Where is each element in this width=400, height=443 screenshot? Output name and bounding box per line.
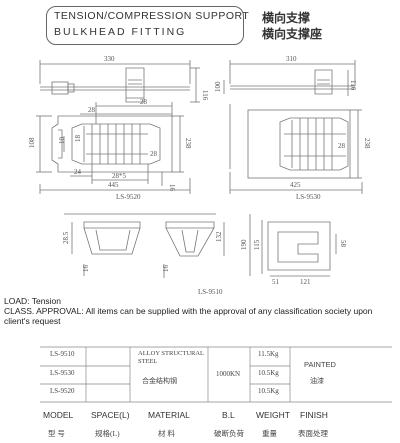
ls9520-dim-16: 16 — [168, 184, 176, 192]
ls9530-drawing — [223, 60, 363, 194]
header-space-cn: 规格(L) — [95, 429, 120, 438]
header-breaking-load: B.L — [222, 410, 235, 420]
ls9520-dim-108: 108 — [28, 137, 36, 148]
ls9510-dim-58: 58 — [339, 240, 347, 248]
title-chinese-line-1: 横向支撑 — [262, 11, 311, 25]
spec-table-grid — [40, 346, 392, 403]
ls9530-dim-310: 310 — [286, 55, 297, 63]
ls9510-label: LS-9510 — [198, 288, 223, 296]
ls9510-dim-115: 115 — [253, 239, 261, 250]
finish-english-cell: PAINTED — [304, 360, 336, 369]
technical-drawing: 330 116 28 28 10 18 108 238 28 24 28*5 1… — [28, 55, 371, 296]
breaking-load-cell: 1000KN — [216, 370, 241, 378]
spec-table: LS-9510 LS-9530 LS-9520 ALLOY STRUCTURAL… — [0, 340, 400, 443]
ls9510-dim-190: 190 — [240, 239, 248, 250]
title-chinese-line-2: 横向支撑座 — [262, 27, 323, 41]
ls9520-dim-28b: 28 — [88, 106, 96, 114]
ls9520-dim-445: 445 — [108, 181, 119, 189]
ls9520-dim-24: 24 — [74, 168, 82, 176]
material-english-cell: ALLOY STRUCTURAL STEEL — [138, 350, 204, 365]
ls9520-dim-116: 116 — [201, 90, 209, 101]
ls9520-dim-330: 330 — [104, 55, 115, 63]
ls9510-drawing — [64, 213, 337, 278]
ls9520-label: LS-9520 — [116, 193, 141, 201]
notes-block: LOAD: Tension CLASS. APPROVAL: All items… — [4, 296, 400, 326]
ls9510-dim-28-5: 28.5 — [62, 231, 70, 244]
header-material: MATERIAL — [148, 410, 190, 420]
ls9510-dim-121: 121 — [300, 278, 311, 286]
title-frame — [46, 6, 244, 45]
ls9530-dim-116: 116 — [349, 80, 357, 91]
model-cell-1: LS-9510 — [50, 350, 75, 358]
class-approval-note: CLASS. APPROVAL: All items can be suppli… — [4, 306, 373, 326]
ls9510-dim-51: 51 — [272, 278, 280, 286]
ls9520-dim-18: 18 — [74, 135, 82, 143]
ls9520-dim-28x5: 28*5 — [112, 172, 127, 180]
header-weight-cn: 重量 — [262, 429, 277, 438]
header-material-cn: 材 料 — [158, 429, 175, 438]
ls9520-dim-238: 238 — [184, 138, 192, 149]
ls9520-dim-28a: 28 — [140, 98, 148, 106]
load-note: LOAD: Tension — [4, 296, 62, 306]
header-model: MODEL — [43, 410, 74, 420]
header-weight: WEIGHT — [256, 410, 290, 420]
weight-cell-2: 10.5Kg — [258, 369, 279, 377]
model-cell-2: LS-9530 — [50, 369, 75, 377]
ls9520-dim-28c: 28 — [150, 150, 158, 158]
title-english-line-2: BULKHEAD FITTING — [54, 26, 187, 38]
ls9520-drawing — [36, 60, 200, 194]
weight-cell-3: 10.5Kg — [258, 387, 279, 395]
ls9530-dim-100: 100 — [214, 81, 222, 92]
header-breaking-load-cn: 破断负荷 — [214, 429, 244, 438]
header-finish: FINISH — [300, 410, 328, 420]
ls9530-label: LS-9530 — [296, 193, 321, 201]
header-model-cn: 型 号 — [48, 429, 65, 438]
ls9510-dim-132: 132 — [215, 231, 223, 242]
ls9510-dim-16b: 16 — [162, 265, 170, 273]
material-chinese-cell: 合金结构钢 — [142, 377, 177, 385]
ls9530-dim-28: 28 — [338, 142, 346, 150]
model-cell-3: LS-9520 — [50, 387, 75, 395]
ls9510-dim-16a: 16 — [82, 265, 90, 273]
ls9530-dim-238: 238 — [363, 138, 371, 149]
title-english-line-1: TENSION/COMPRESSION SUPPORT — [54, 10, 250, 22]
weight-cell-1: 11.5Kg — [258, 350, 279, 358]
ls9530-dim-425: 425 — [290, 181, 301, 189]
ls9520-dim-10: 10 — [58, 137, 66, 145]
finish-chinese-cell: 油漆 — [310, 377, 324, 385]
header-finish-cn: 表面处理 — [298, 429, 328, 438]
header-space: SPACE(L) — [91, 410, 130, 420]
